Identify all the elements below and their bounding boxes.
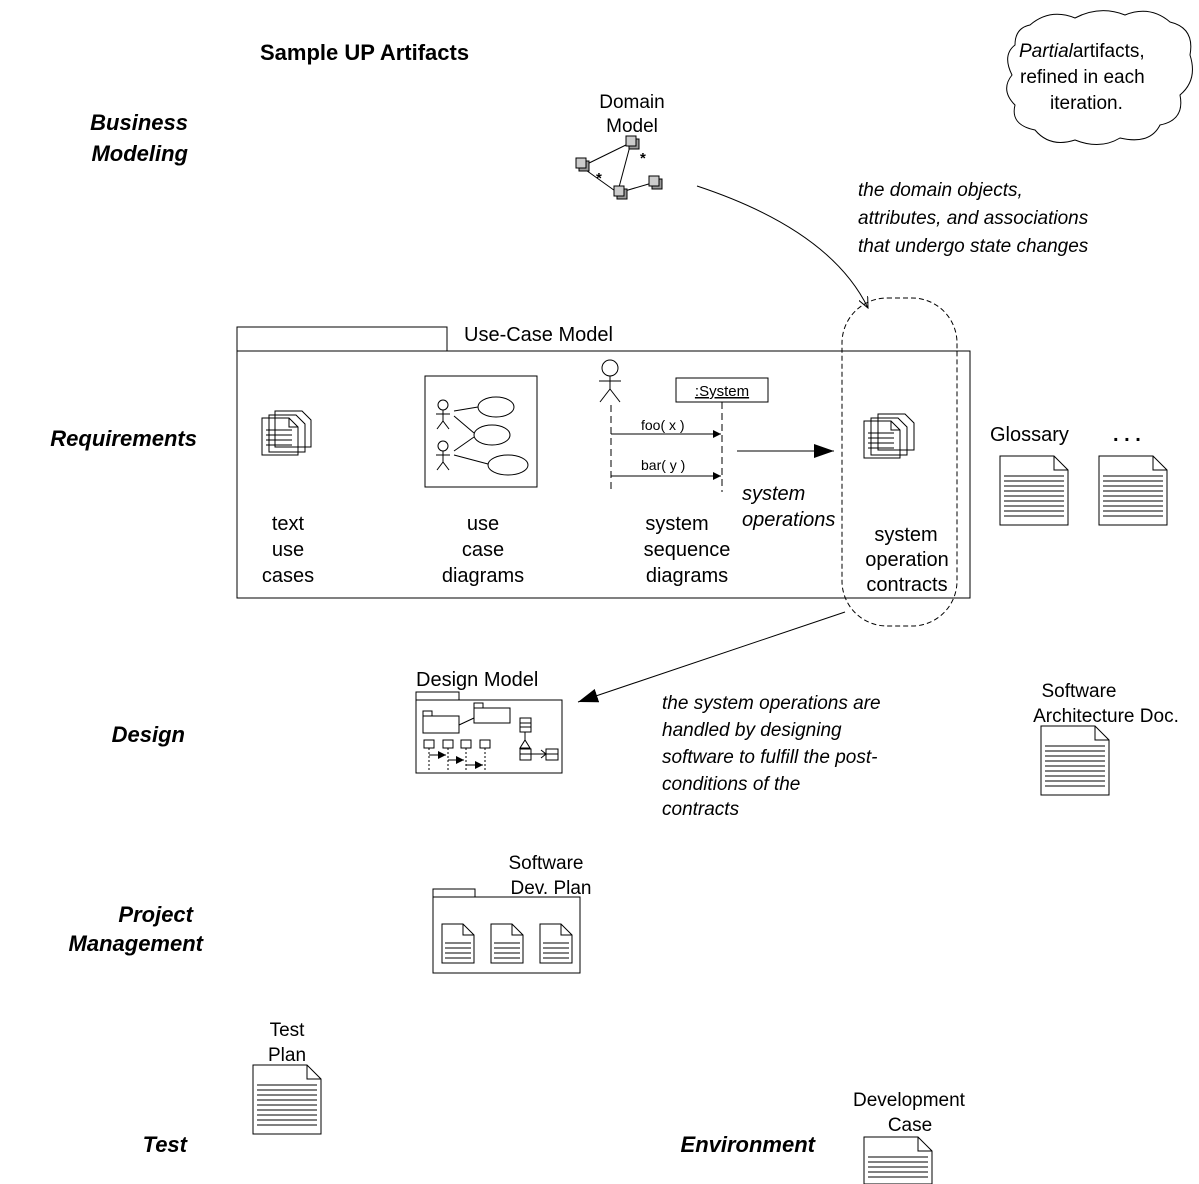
domain-model-icon: * *	[575, 135, 663, 200]
sdp-label-2: Dev. Plan	[511, 878, 592, 899]
design-note-line-4: conditions of the	[662, 774, 800, 795]
software-architecture-doc: Software Architecture Doc.	[1033, 681, 1179, 796]
discipline-design: Design	[112, 722, 185, 747]
design-model: Design Model	[415, 669, 563, 774]
design-note: the system operations are handled by des…	[662, 693, 881, 820]
domain-objects-line-2: attributes, and associations	[858, 208, 1089, 229]
design-note-line-2: handled by designing	[662, 720, 842, 741]
use-case-model-package: Use-Case Model	[236, 324, 971, 599]
package-body	[236, 350, 971, 599]
glossary-label: Glossary	[990, 424, 1069, 446]
domain-model-label-2: Model	[606, 116, 658, 137]
cloud-shape	[1006, 10, 1193, 145]
use-case-model-title: Use-Case Model	[464, 324, 613, 346]
ssd-label-3: diagrams	[646, 565, 728, 587]
ssd-label-1: system	[645, 513, 708, 535]
text-use-cases-label-3: cases	[262, 565, 314, 587]
text-use-cases-icon	[261, 410, 312, 456]
sdp-label-1: Software	[509, 853, 584, 874]
system-operations-note-1: system	[742, 483, 805, 505]
domain-model-label-1: Domain	[599, 92, 664, 113]
development-case: Development Case	[853, 1090, 966, 1184]
package-tab	[236, 326, 448, 352]
test-plan: Test Plan	[252, 1020, 322, 1135]
design-note-line-5: contracts	[662, 799, 740, 820]
cloud-note: Partialartifacts, refined in each iterat…	[1006, 10, 1193, 145]
domain-objects-line-1: the domain objects,	[858, 180, 1023, 201]
glossary: Glossary . . .	[990, 424, 1168, 526]
diagram-title: Sample UP Artifacts	[260, 40, 469, 65]
test-plan-label-2: Plan	[268, 1045, 306, 1066]
sad-label-1: Software	[1042, 681, 1117, 702]
system-operations-note-2: operations	[742, 509, 835, 531]
use-case-diagrams-label-3: diagrams	[442, 565, 524, 587]
glossary-doc-icon	[999, 455, 1069, 526]
use-case-diagram-icon	[424, 375, 538, 488]
domain-objects-note: the domain objects, attributes, and asso…	[858, 180, 1089, 257]
cloud-line-3: iteration.	[1050, 93, 1123, 114]
text-use-cases-label-1: text	[272, 513, 305, 535]
discipline-business-1: Business	[90, 110, 188, 135]
test-plan-label-1: Test	[270, 1020, 306, 1041]
contracts-highlight	[841, 297, 958, 627]
design-note-line-3: software to fulfill the post-	[662, 747, 877, 768]
contracts-to-design-arrow	[577, 611, 846, 703]
design-model-label: Design Model	[416, 669, 538, 691]
sdp-doc-1	[441, 923, 475, 964]
system-sequence-diagram-icon: :System foo( x ) bar( y )	[599, 359, 769, 492]
ssd-label-2: sequence	[644, 539, 731, 561]
contracts-label-3: contracts	[866, 574, 947, 596]
glossary-ellipsis: . . .	[1113, 424, 1141, 446]
discipline-requirements: Requirements	[50, 426, 197, 451]
dev-case-label-1: Development	[853, 1090, 966, 1111]
domain-model: Domain Model * *	[575, 92, 665, 200]
use-case-diagrams-label-2: case	[462, 539, 504, 561]
ssd-message-1: foo( x )	[641, 417, 685, 433]
contracts-label-1: system	[874, 524, 937, 546]
sad-label-2: Architecture Doc.	[1033, 706, 1179, 727]
discipline-test: Test	[143, 1132, 189, 1157]
cloud-line-1: Partialartifacts,	[1019, 41, 1145, 62]
discipline-environment: Environment	[681, 1132, 817, 1157]
dev-case-label-2: Case	[888, 1115, 932, 1136]
design-note-line-1: the system operations are	[662, 693, 881, 714]
cloud-artifacts: artifacts,	[1073, 41, 1145, 62]
ssd-message-2: bar( y )	[641, 457, 685, 473]
use-case-diagrams-label-1: use	[467, 513, 499, 535]
text-use-cases-label-2: use	[272, 539, 304, 561]
sdp-doc-2	[490, 923, 524, 964]
contracts-icon	[863, 413, 915, 459]
cloud-partial: Partial	[1019, 41, 1074, 62]
sdp-doc-3	[539, 923, 573, 964]
multiplicity-star-2: *	[640, 150, 646, 167]
discipline-project-2: Management	[69, 931, 205, 956]
contracts-label-2: operation	[865, 549, 948, 571]
discipline-project-1: Project	[118, 902, 194, 927]
domain-to-contracts-arrow	[696, 185, 868, 308]
software-dev-plan: Software Dev. Plan	[432, 853, 592, 974]
multiplicity-star-1: *	[596, 170, 602, 187]
system-lifeline-label: :System	[695, 383, 749, 400]
discipline-labels: Business Modeling Requirements Design Pr…	[50, 110, 816, 1157]
domain-objects-line-3: that undergo state changes	[858, 236, 1089, 257]
cloud-line-2: refined in each	[1020, 67, 1145, 88]
discipline-business-2: Modeling	[91, 141, 188, 166]
other-doc-icon	[1098, 455, 1168, 526]
